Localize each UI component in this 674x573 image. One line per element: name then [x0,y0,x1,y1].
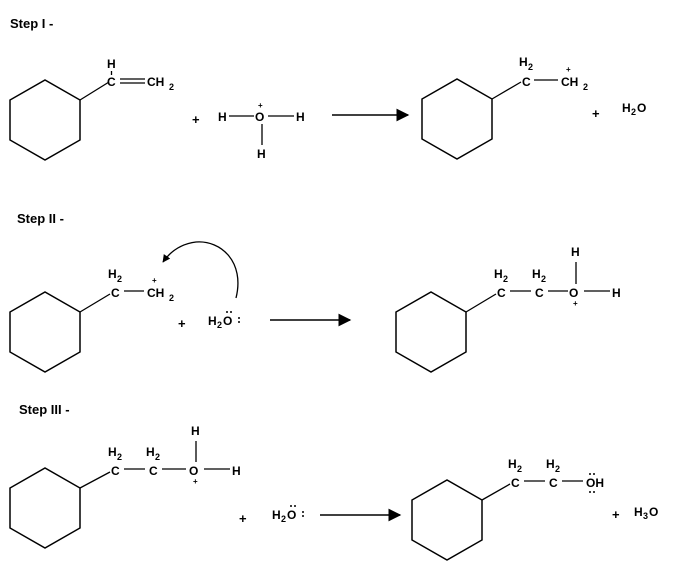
plus-sign: + [178,316,186,331]
svg-text:H: H [296,110,305,124]
plus-sign: + [612,507,620,522]
svg-text:C: C [535,286,544,300]
svg-text:CH: CH [147,286,164,300]
svg-text:H: H [612,286,621,300]
svg-text:H: H [218,110,227,124]
svg-text:H: H [108,267,117,281]
svg-text:C: C [511,476,520,490]
hydronium-formula: H 3 O [634,505,658,521]
svg-text:H: H [257,147,266,161]
svg-text:H: H [107,57,116,71]
svg-text:2: 2 [169,293,174,303]
svg-text:2: 2 [503,274,508,284]
svg-text:O: O [569,286,578,300]
carbocation-molecule: H 2 C + CH 2 [421,55,588,160]
svg-text:H: H [232,464,241,478]
svg-text:2: 2 [169,82,174,92]
svg-text:C: C [111,286,120,300]
svg-text:OH: OH [586,476,604,490]
curved-electron-arrow [162,241,239,299]
svg-text:C: C [111,464,120,478]
svg-text:CH: CH [561,75,578,89]
svg-text:H: H [634,505,643,519]
plus-sign: + [192,112,200,127]
svg-text:2: 2 [555,464,560,474]
svg-text:2: 2 [528,62,533,72]
svg-text:C: C [149,464,158,478]
cyclohexane-ring [395,291,467,373]
svg-text:C: C [107,75,116,89]
plus-sign: + [592,106,600,121]
svg-text:O: O [649,505,658,519]
svg-text:H: H [508,457,517,471]
svg-text:3: 3 [643,511,648,521]
svg-text:H: H [532,267,541,281]
water-molecule: H 2 O [272,505,304,524]
oxonium-molecule: H 2 C H 2 C O + H H [395,245,621,373]
svg-text:C: C [497,286,506,300]
svg-text:+: + [258,101,263,110]
svg-text:H: H [108,445,117,459]
hydronium-ion: H O + H H [218,101,305,161]
svg-text:H: H [146,445,155,459]
svg-text:2: 2 [281,514,286,524]
cyclohexane-ring [421,78,493,160]
vinylcyclohexane-molecule: H C CH 2 [9,57,174,161]
svg-text:O: O [637,101,646,115]
step-3-label: Step III - [19,402,70,417]
cyclohexane-ring [9,79,81,161]
svg-text:2: 2 [583,82,588,92]
svg-text:O: O [223,314,232,328]
svg-text:+: + [573,299,578,308]
svg-text:2: 2 [117,274,122,284]
step-2-label: Step II - [17,211,64,226]
svg-text:+: + [152,276,157,285]
svg-text:H: H [622,101,631,115]
carbocation-molecule: H 2 C + CH 2 [9,267,174,373]
plus-sign: + [239,511,247,526]
svg-text:H: H [494,267,503,281]
svg-text:2: 2 [217,320,222,330]
step-1-label: Step I - [10,16,53,31]
svg-text:C: C [549,476,558,490]
svg-text:2: 2 [117,452,122,462]
svg-text:H: H [208,314,217,328]
cyclohexane-ring [9,291,81,373]
cyclohexane-ring [9,467,81,549]
water-molecule: H 2 O [622,101,646,117]
svg-text:2: 2 [517,464,522,474]
svg-text:H: H [272,508,281,522]
oxonium-molecule: H 2 C H 2 C O + H H [9,424,241,549]
water-molecule: H 2 O [208,311,240,330]
svg-text:2: 2 [541,274,546,284]
svg-text:H: H [546,457,555,471]
svg-text:H: H [191,424,200,438]
cyclohexane-ring [411,479,483,561]
svg-text:+: + [193,477,198,486]
svg-text:H: H [571,245,580,259]
svg-text:H: H [519,55,528,69]
alcohol-molecule: H 2 C H 2 C OH [411,457,604,561]
svg-text:O: O [255,110,264,124]
svg-text:C: C [522,75,531,89]
svg-text:O: O [189,464,198,478]
svg-text:CH: CH [147,75,164,89]
svg-text:2: 2 [155,452,160,462]
svg-text:2: 2 [631,107,636,117]
svg-text:+: + [566,65,571,74]
svg-text:O: O [287,508,296,522]
